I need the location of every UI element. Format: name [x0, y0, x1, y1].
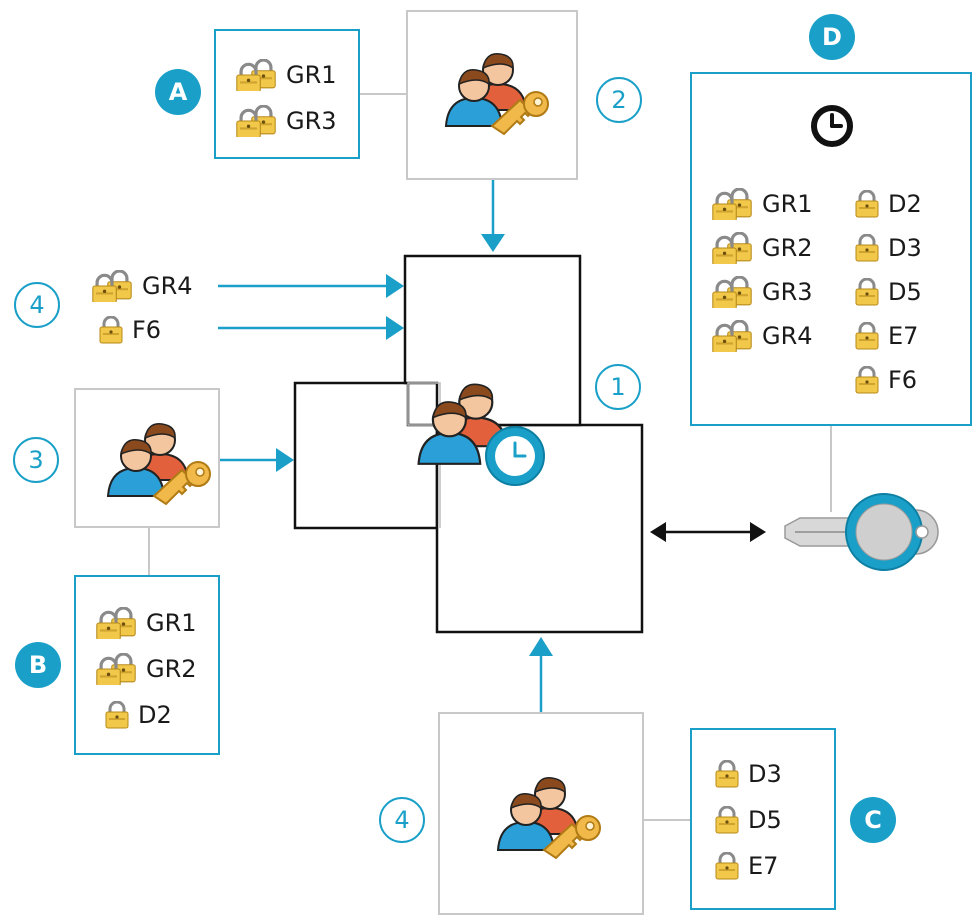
item-label: D2: [888, 190, 922, 218]
list-item: D3: [854, 228, 922, 268]
lock-icon: [714, 760, 740, 788]
clock-icon: [811, 105, 853, 147]
list-item: GR3: [710, 272, 813, 312]
lock-icon: [98, 316, 124, 344]
arrow-3-to-lock: [220, 448, 294, 472]
arrow-4-to-lock: [529, 637, 553, 712]
group-lock-icon: [710, 276, 754, 308]
user-group-key-icon: [445, 52, 549, 135]
lock-icon: [714, 806, 740, 834]
item-label: GR4: [142, 272, 193, 300]
lock-icon: [854, 190, 880, 218]
item-label: GR1: [286, 61, 337, 89]
lock-icon: [854, 278, 880, 306]
list-item: GR1: [94, 603, 197, 643]
item-label: GR4: [762, 322, 813, 350]
item-label: D3: [888, 234, 922, 262]
item-label: E7: [748, 852, 779, 880]
list-item: GR1: [234, 55, 337, 95]
group-lock-icon: [710, 188, 754, 220]
item-label: D3: [748, 760, 782, 788]
arrow-2-to-lock: [481, 180, 505, 252]
group-lock-icon: [234, 59, 278, 91]
list-item: E7: [854, 316, 918, 356]
authorization-box-b: GR1 GR2 D2: [74, 575, 220, 755]
badge-2: 2: [596, 77, 642, 123]
group-lock-icon: [710, 232, 754, 264]
central-lock-plan: [293, 254, 644, 634]
item-label: GR1: [762, 190, 813, 218]
user-group-box-3: [74, 388, 220, 528]
group-lock-icon: [234, 105, 278, 137]
item-label: D5: [748, 806, 782, 834]
badge-c: C: [850, 797, 896, 843]
group-lock-icon: [94, 653, 138, 685]
authorization-box-c: D3 D5 E7: [690, 728, 836, 910]
group-lock-icon: [710, 320, 754, 352]
item-label: GR2: [762, 234, 813, 262]
list-item: E7: [714, 846, 778, 886]
item-label: F6: [888, 366, 918, 394]
list-item: GR2: [710, 228, 813, 268]
list-item: D2: [104, 695, 172, 735]
list-item: GR4: [710, 316, 813, 356]
item-label: D5: [888, 278, 922, 306]
item-label: F6: [132, 316, 162, 344]
arrow-gr4-to-lock: [218, 274, 404, 298]
authorization-box-d: GR1 GR2 GR3 GR4 D2 D3 D5 E7 F6: [690, 72, 972, 426]
group-lock-icon: [94, 607, 138, 639]
transponder-key-icon: [784, 493, 939, 571]
item-label: E7: [888, 322, 919, 350]
item-label: GR3: [286, 107, 337, 135]
list-item: GR1: [710, 184, 813, 224]
badge-a: A: [155, 69, 201, 115]
list-item: GR3: [234, 101, 337, 141]
list-item: GR4: [90, 266, 193, 306]
item-label: GR3: [762, 278, 813, 306]
list-item: D3: [714, 754, 782, 794]
lock-icon: [104, 701, 130, 729]
lock-icon: [714, 852, 740, 880]
lock-icon: [854, 234, 880, 262]
authorization-box-a: GR1 GR3: [214, 29, 360, 159]
list-item: GR2: [94, 649, 197, 689]
badge-4-left: 4: [14, 282, 60, 328]
arrow-f6-to-lock: [218, 316, 404, 340]
user-group-box-2: [406, 10, 578, 180]
user-group-key-icon: [107, 422, 211, 505]
lock-icon: [854, 366, 880, 394]
item-label: GR1: [146, 609, 197, 637]
list-item: D5: [714, 800, 782, 840]
user-group-key-icon: [497, 776, 601, 859]
lock-icon: [854, 322, 880, 350]
badge-1: 1: [595, 364, 641, 410]
badge-d: D: [809, 14, 855, 60]
list-item: F6: [854, 360, 917, 400]
list-item: F6: [98, 310, 161, 350]
list-item: D5: [854, 272, 922, 312]
item-label: GR2: [146, 655, 197, 683]
badge-4-bottom: 4: [379, 797, 425, 843]
group-lock-icon: [90, 270, 134, 302]
list-item: D2: [854, 184, 922, 224]
badge-3: 3: [13, 437, 59, 483]
user-group-box-4: [438, 712, 644, 915]
time-profile-icon: [485, 426, 545, 486]
bidirectional-arrow: [650, 522, 766, 542]
badge-b: B: [15, 642, 61, 688]
item-label: D2: [138, 701, 172, 729]
